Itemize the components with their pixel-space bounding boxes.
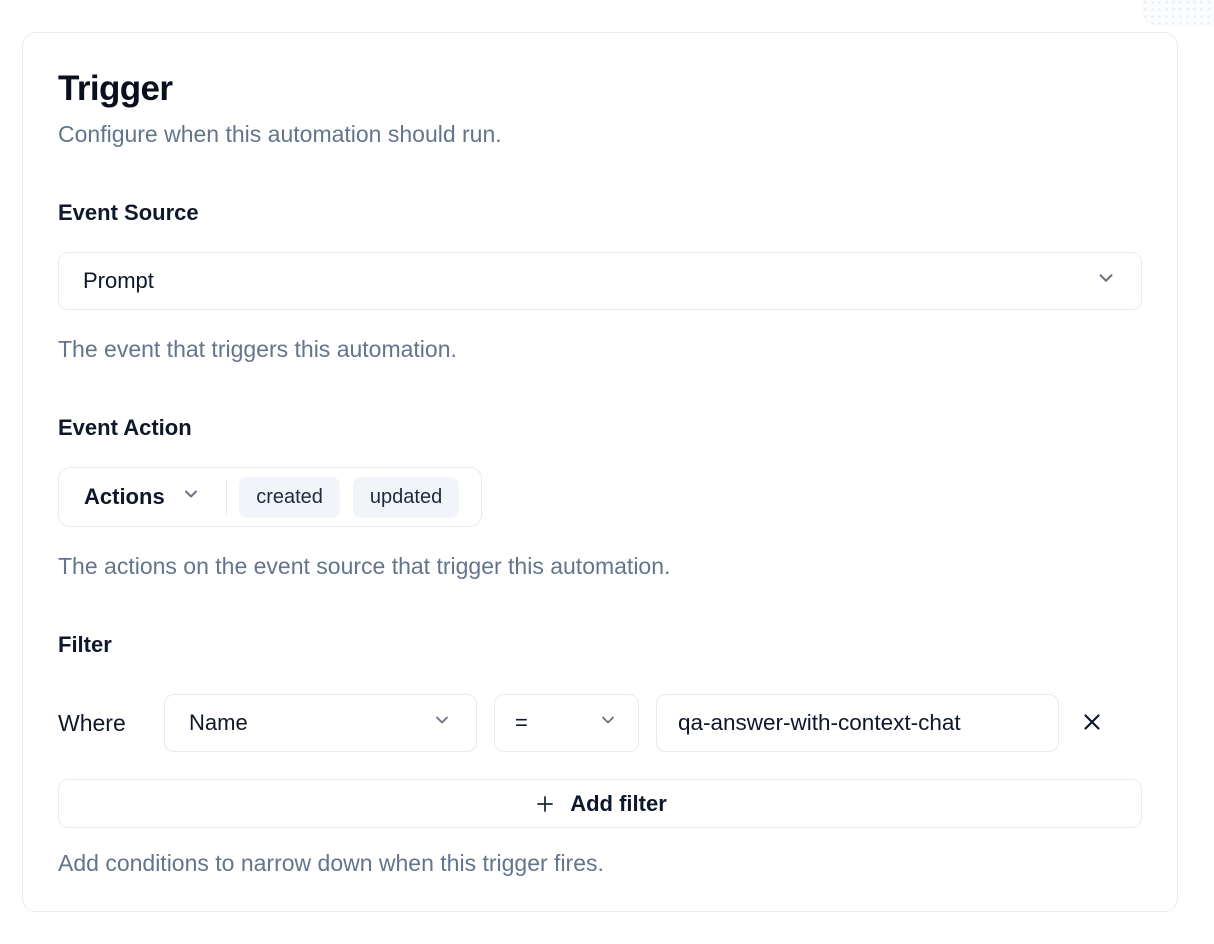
- chevron-down-icon: [1095, 267, 1117, 295]
- page-title: Trigger: [58, 69, 173, 108]
- event-source-section: Event Source Prompt The event that trigg…: [58, 200, 1142, 363]
- filter-helper: Add conditions to narrow down when this …: [58, 850, 604, 876]
- actions-dropdown-label: Actions: [84, 484, 165, 509]
- actions-dropdown-button[interactable]: Actions: [71, 484, 214, 510]
- remove-filter-button[interactable]: [1075, 705, 1109, 742]
- filter-operator-value: =: [515, 710, 528, 735]
- action-chip-created[interactable]: created: [239, 476, 340, 518]
- action-chip-list: created updated: [237, 476, 469, 518]
- event-source-select[interactable]: Prompt: [58, 252, 1142, 310]
- close-icon: [1079, 709, 1105, 738]
- filter-value-input[interactable]: [656, 694, 1059, 752]
- event-source-helper: The event that triggers this automation.: [58, 336, 457, 362]
- chevron-down-icon: [181, 484, 201, 510]
- filter-section: Filter Where Name =: [58, 632, 1142, 877]
- page-corner-artifact: [1142, 0, 1214, 26]
- divider: [225, 480, 228, 514]
- filter-condition-row: Where Name =: [58, 694, 1142, 752]
- event-action-helper: The actions on the event source that tri…: [58, 553, 671, 579]
- action-chip-updated[interactable]: updated: [352, 476, 460, 518]
- filter-operator-select[interactable]: =: [494, 694, 639, 752]
- filter-label: Filter: [58, 632, 112, 657]
- add-filter-label: Add filter: [570, 790, 667, 816]
- plus-icon: [533, 792, 557, 816]
- chevron-down-icon: [598, 710, 618, 736]
- event-source-select-value: Prompt: [83, 268, 154, 293]
- event-action-section: Event Action Actions created updated The…: [58, 415, 1142, 580]
- add-filter-button[interactable]: Add filter: [58, 779, 1142, 828]
- trigger-card: Trigger Configure when this automation s…: [22, 32, 1178, 912]
- event-action-control: Actions created updated: [58, 467, 483, 527]
- event-action-label: Event Action: [58, 415, 192, 440]
- page-subtitle: Configure when this automation should ru…: [58, 121, 502, 147]
- filter-field-value: Name: [189, 710, 248, 735]
- event-source-label: Event Source: [58, 200, 199, 225]
- filter-field-select[interactable]: Name: [164, 694, 477, 752]
- chevron-down-icon: [432, 710, 452, 736]
- where-label: Where: [58, 709, 126, 736]
